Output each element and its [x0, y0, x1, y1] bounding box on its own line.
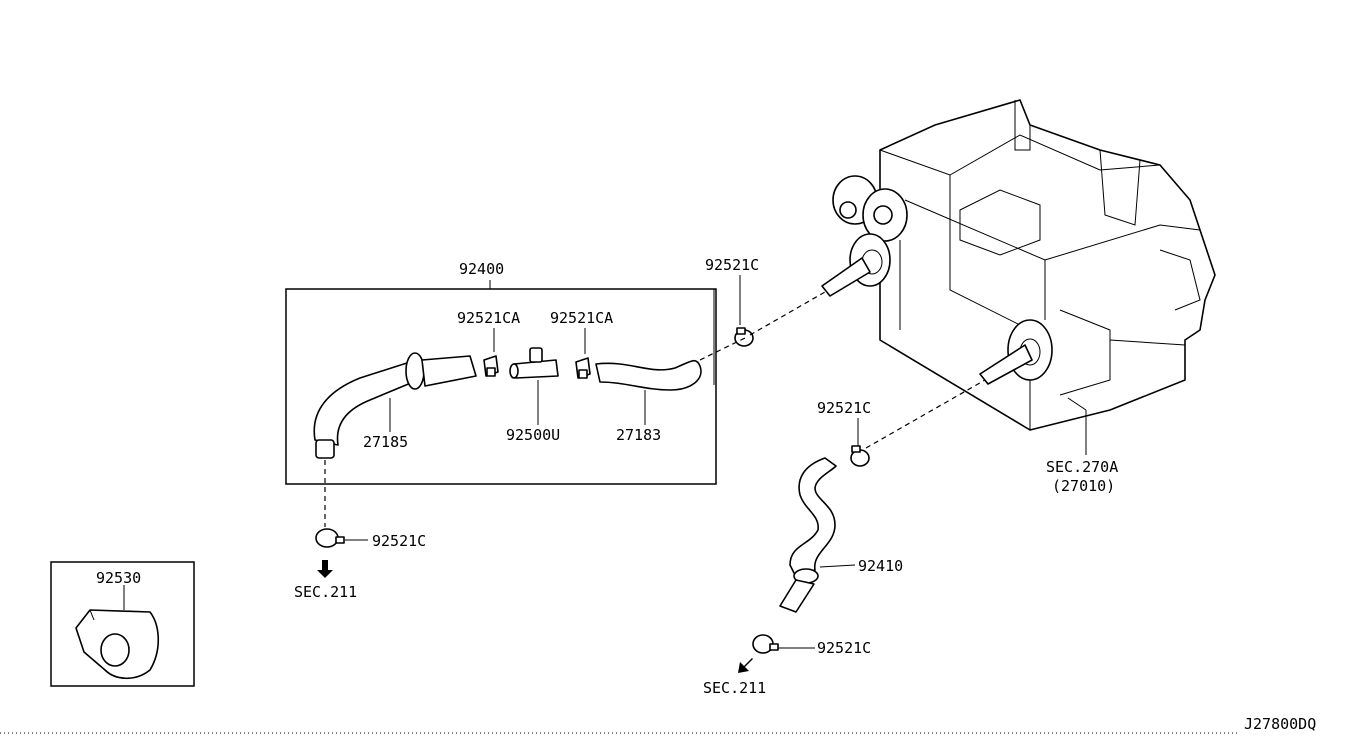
label-27183: 27183: [616, 426, 661, 444]
hose-92410-drawing: [779, 457, 837, 613]
label-92521c-right-bottom: 92521C: [817, 639, 871, 657]
arrow-sec211-left-icon: [317, 560, 333, 578]
label-92410: 92410: [858, 557, 903, 575]
label-92500u: 92500U: [506, 426, 560, 444]
connector-92500u-drawing: [509, 347, 559, 379]
grommet-92530-box: [50, 561, 195, 687]
clamp-92521c-top-drawing: [734, 327, 754, 347]
label-27185: 27185: [363, 433, 408, 451]
label-92521c-left-bottom: 92521C: [372, 532, 426, 550]
clamp-92521c-left-bottom-drawing: [315, 528, 345, 548]
leader-lines: [324, 275, 1087, 649]
label-92521c-top: 92521C: [705, 256, 759, 274]
clamp-92521ca-left-drawing: [483, 355, 499, 377]
arrow-sec211-right-icon: [738, 658, 753, 673]
label-92521c-mid: 92521C: [817, 399, 871, 417]
heater-unit-drawing: [821, 99, 1216, 431]
label-92400: 92400: [459, 260, 504, 278]
label-92530: 92530: [96, 569, 141, 587]
clamp-92521c-mid-drawing: [850, 445, 870, 467]
hose-27185-drawing: [313, 352, 477, 459]
label-drawing-code: J27800DQ: [1244, 715, 1316, 733]
assembly-92400-box: [285, 280, 717, 485]
label-sec-211-right: SEC.211: [703, 679, 766, 697]
clamp-92521c-right-bottom-drawing: [752, 634, 779, 654]
label-sec-270a: SEC.270A: [1046, 458, 1118, 476]
hose-27183-drawing: [595, 359, 702, 391]
label-92521ca-right: 92521CA: [550, 309, 613, 327]
clamp-92521ca-right-drawing: [575, 357, 591, 379]
label-92521ca-left: 92521CA: [457, 309, 520, 327]
label-sec-270a-sub: (27010): [1052, 477, 1115, 495]
label-sec-211-left: SEC.211: [294, 583, 357, 601]
